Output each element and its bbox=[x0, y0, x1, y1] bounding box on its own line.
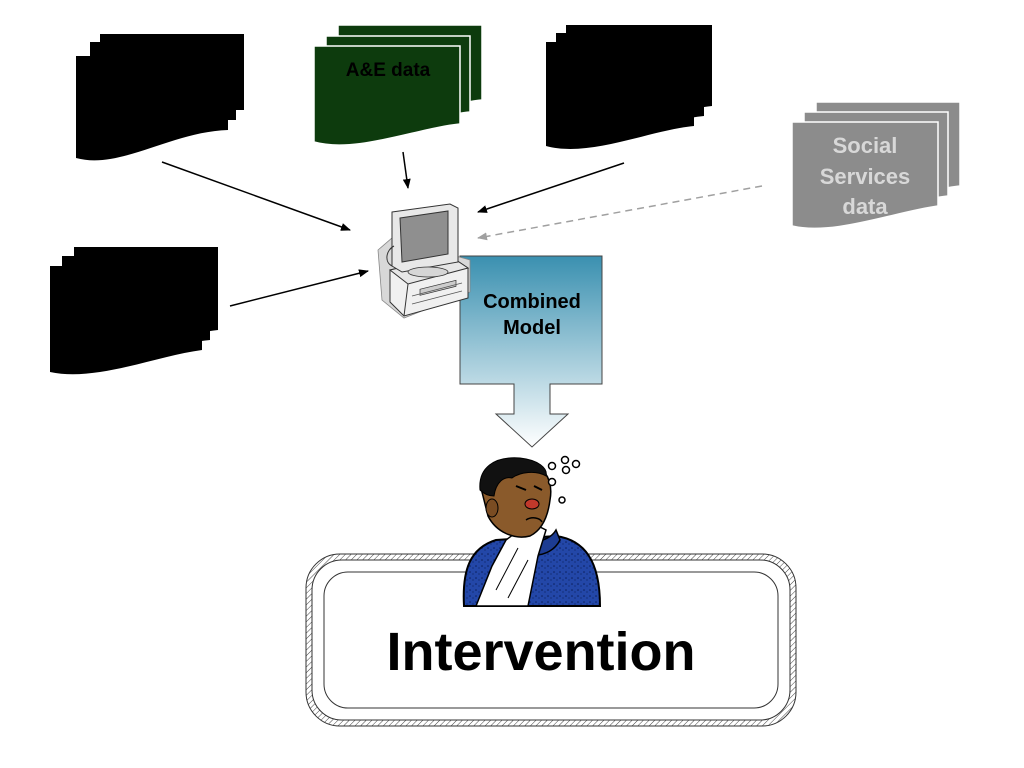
social-services-label-line2: Services bbox=[820, 164, 911, 189]
arrow-left-to-computer bbox=[229, 269, 369, 307]
intervention-box: Intervention bbox=[305, 553, 797, 727]
sick-person-icon bbox=[462, 455, 602, 607]
combined-model-arrow: Combined Model bbox=[459, 255, 603, 448]
combined-model-label-line2: Model bbox=[503, 317, 561, 339]
social-services-document: Social Services data bbox=[791, 101, 961, 230]
ae-data-document: A&E data bbox=[313, 24, 483, 146]
social-services-label-line1: Social bbox=[833, 133, 898, 158]
social-services-label-line3: data bbox=[842, 194, 888, 219]
desktop-computer-icon bbox=[377, 203, 471, 319]
ae-data-label: A&E data bbox=[346, 60, 431, 81]
arrow-social-services-to-computer bbox=[477, 185, 763, 241]
arrow-top-right-to-computer bbox=[477, 162, 625, 213]
intervention-label: Intervention bbox=[386, 622, 695, 682]
redacted-document-left bbox=[50, 247, 218, 375]
combined-model-label-line1: Combined bbox=[483, 291, 581, 313]
redacted-document-top-left bbox=[76, 34, 244, 161]
redacted-document-top-right bbox=[546, 25, 712, 149]
arrow-ae-to-computer bbox=[402, 151, 411, 189]
arrow-top-left-to-computer bbox=[161, 161, 351, 231]
